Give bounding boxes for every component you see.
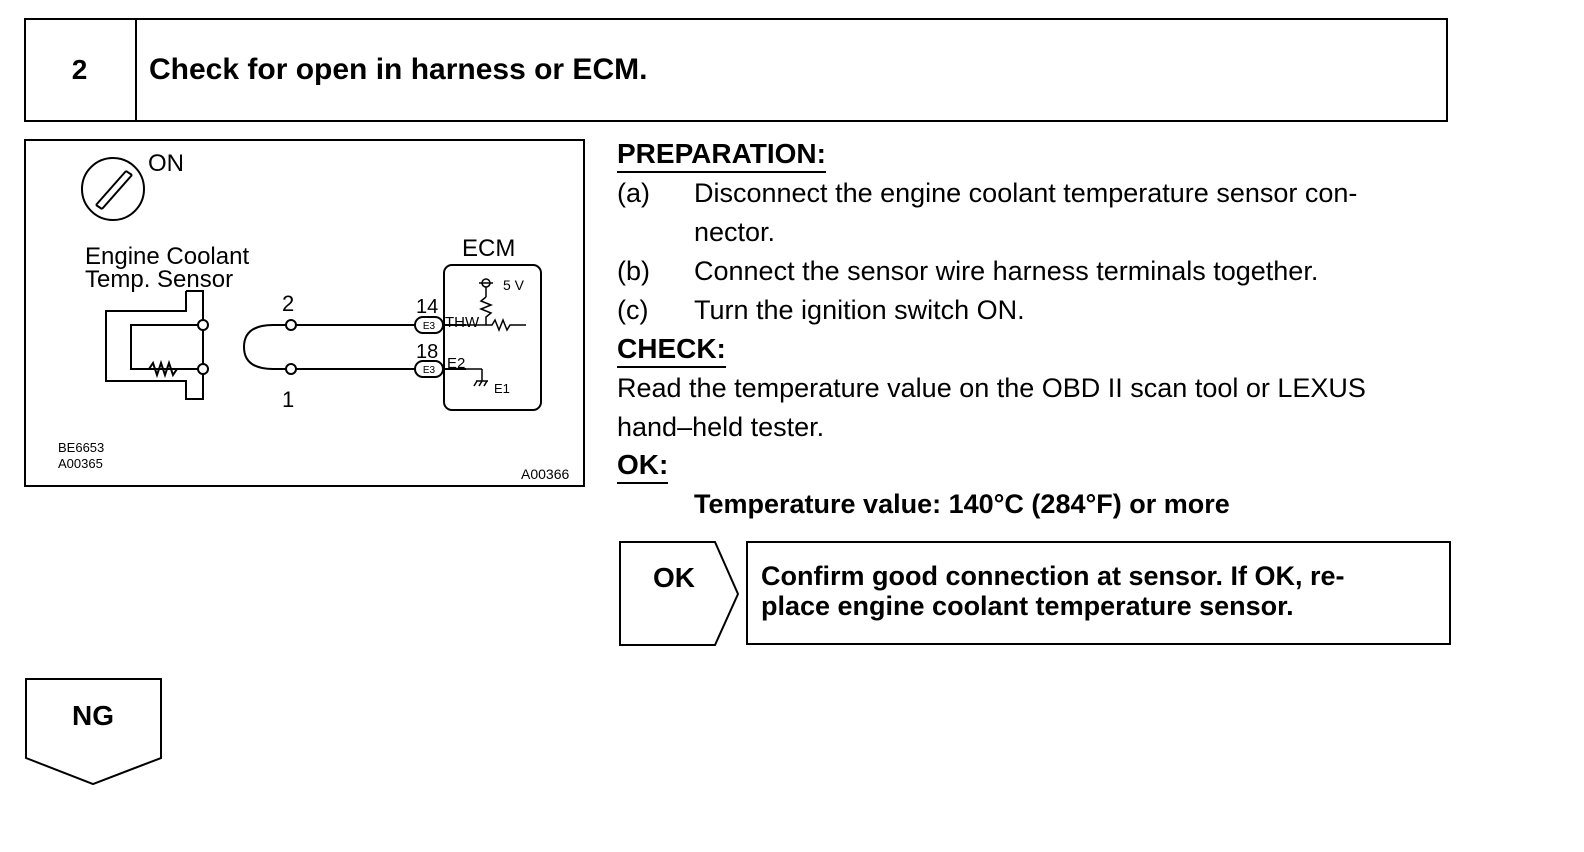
prep-item-a-letter: (a) (617, 178, 650, 208)
figure-code-right: A00366 (521, 466, 569, 482)
terminal-thw: THW (445, 314, 480, 331)
prep-item-a-line2: nector. (694, 217, 776, 247)
terminal-e2: E2 (447, 355, 465, 372)
ignition-switch-icon (81, 157, 145, 221)
prep-item-a-line1: Disconnect the engine coolant temperatur… (694, 178, 1358, 208)
wiring-diagram-svg: ON Engine Coolant Temp. Sensor 2 1 ECM (58, 150, 569, 482)
ok-spec-value: Temperature value: 140°C (284°F) or more (694, 489, 1230, 519)
switch-label: ON (148, 150, 184, 177)
prep-item-b-line1: Connect the sensor wire harness terminal… (694, 256, 1319, 286)
step-title: Check for open in harness or ECM. (149, 53, 648, 86)
connector-e3-bottom: E3 (414, 360, 444, 378)
harness-wires (242, 319, 418, 375)
voltage-label: 5 V (503, 277, 525, 293)
figure-code-left-2: A00365 (58, 456, 103, 471)
sensor-label-line2: Temp. Sensor (85, 266, 233, 293)
preparation-heading: PREPARATION: (617, 138, 826, 173)
ok-arrow-icon (619, 541, 740, 646)
step-header-box (24, 18, 1448, 122)
ok-label: OK (653, 562, 695, 593)
ecm-box (443, 264, 542, 411)
ecm-label: ECM (462, 235, 515, 262)
ok-result-line1: Confirm good connection at sensor. If OK… (761, 561, 1345, 591)
pin-top: 14 (416, 296, 438, 318)
ng-arrow-icon (25, 678, 162, 786)
ok-result-box (746, 541, 1451, 645)
svg-text:E3: E3 (423, 321, 436, 332)
ok-result-line2: place engine coolant temperature sensor. (761, 591, 1294, 621)
wiring-diagram: ON Engine Coolant Temp. Sensor 2 1 ECM (24, 139, 585, 487)
wire-bottom-label: 1 (282, 387, 294, 412)
figure-code-left-1: BE6653 (58, 440, 104, 455)
svg-text:E3: E3 (423, 365, 436, 376)
ecm-internal-circuit (466, 278, 526, 387)
sensor-label-line1: Engine Coolant (85, 243, 249, 270)
pin-bottom: 18 (416, 341, 438, 363)
terminal-e1: E1 (494, 381, 510, 396)
check-line1: Read the temperature value on the OBD II… (617, 373, 1366, 403)
ng-label: NG (72, 700, 114, 731)
prep-item-c-letter: (c) (617, 295, 649, 325)
step-number: 2 (24, 18, 137, 122)
wire-top-label: 2 (282, 291, 294, 316)
check-heading: CHECK: (617, 333, 726, 368)
prep-item-c-line1: Turn the ignition switch ON. (694, 295, 1025, 325)
ok-spec-heading: OK: (617, 449, 669, 484)
prep-item-b-letter: (b) (617, 256, 650, 286)
check-line2: hand–held tester. (617, 412, 825, 442)
connector-e3-top: E3 (414, 316, 444, 334)
coolant-sensor-icon (105, 290, 209, 400)
ok-result-text: Confirm good connection at sensor. If OK… (761, 561, 1445, 621)
